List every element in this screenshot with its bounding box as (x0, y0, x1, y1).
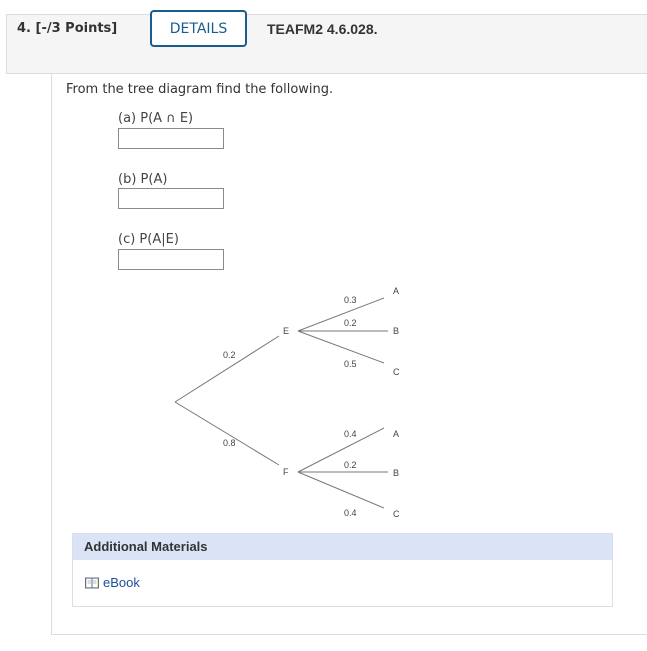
part-a-label: (a) P(A ∩ E) (118, 111, 194, 126)
part-b-answer-input[interactable] (118, 188, 224, 209)
ebook-link[interactable]: eBook (85, 575, 140, 590)
question-content (51, 74, 647, 635)
part-c-label: (c) P(A|E) (118, 232, 179, 247)
book-icon (85, 577, 99, 588)
question-code: TEAFM2 4.6.028. (267, 21, 378, 37)
ebook-label[interactable]: eBook (103, 575, 140, 590)
part-c-answer-input[interactable] (118, 249, 224, 270)
question-header (6, 14, 647, 74)
question-number-points: 4. [-/3 Points] (17, 21, 118, 36)
details-button[interactable]: DETAILS (150, 10, 247, 47)
additional-materials-panel: Additional Materials eBook (72, 533, 613, 607)
additional-materials-title: Additional Materials (73, 534, 612, 560)
part-b-label: (b) P(A) (118, 172, 168, 187)
part-a-answer-input[interactable] (118, 128, 224, 149)
question-prompt: From the tree diagram find the following… (66, 82, 334, 97)
